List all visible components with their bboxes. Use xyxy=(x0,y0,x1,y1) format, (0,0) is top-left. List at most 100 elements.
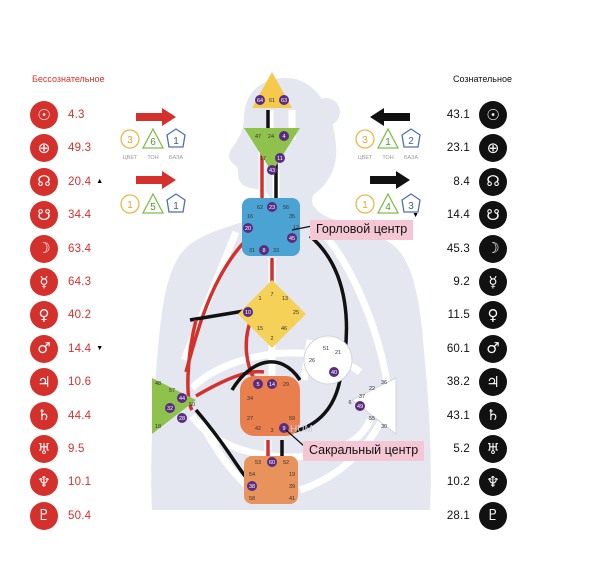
svg-text:1: 1 xyxy=(173,201,179,212)
svg-text:49: 49 xyxy=(357,404,363,410)
activation-value: 45.3 xyxy=(446,242,470,255)
unconscious-row: ☽63.4 xyxy=(30,234,96,263)
heart-center xyxy=(303,335,353,385)
earth-icon: ⊕ xyxy=(479,134,507,163)
svg-text:2: 2 xyxy=(408,136,414,147)
svg-text:38: 38 xyxy=(249,484,255,490)
activation-value: 44.4 xyxy=(68,409,92,422)
svg-text:1: 1 xyxy=(362,200,368,211)
svg-text:20: 20 xyxy=(245,226,251,232)
left-bottom-arrow-icon xyxy=(136,171,176,189)
conscious-row: ▼14.4☋ xyxy=(412,201,507,230)
tone-triangle-icon xyxy=(141,128,165,149)
right-top-arrow-icon xyxy=(370,108,410,126)
activation-value: 63.4 xyxy=(68,242,92,255)
earth-icon: ⊕ xyxy=(30,134,58,163)
conscious-row: 28.1♇ xyxy=(419,501,507,530)
svg-text:1: 1 xyxy=(385,137,391,148)
svg-text:34: 34 xyxy=(247,396,253,402)
moon-icon: ☽ xyxy=(479,234,507,263)
svg-text:18: 18 xyxy=(155,424,161,430)
svg-text:8: 8 xyxy=(262,248,265,254)
conscious-row: 43.1♄ xyxy=(419,401,507,430)
mercury-icon: ☿ xyxy=(479,268,507,296)
conscious-row: 9.2 ☿ xyxy=(419,268,507,296)
unconscious-row: ♆10.1 xyxy=(30,468,96,497)
conscious-row: 10.2♆ xyxy=(419,468,507,497)
conscious-row: 11.5♀ xyxy=(419,301,507,330)
svg-text:27: 27 xyxy=(247,416,253,422)
svg-text:39: 39 xyxy=(289,484,295,490)
svg-text:ТОН: ТОН xyxy=(147,155,158,161)
svg-text:22: 22 xyxy=(369,386,375,392)
svg-text:48: 48 xyxy=(155,381,161,387)
conscious-row: 43.1☉ xyxy=(419,101,507,129)
sacral-pointer xyxy=(285,429,305,447)
gate-numbers: 64 61 63 47 24 4 17 11 43 62 23 56 16 35… xyxy=(155,98,387,502)
activation-value: 28.1 xyxy=(446,509,470,522)
svg-text:2: 2 xyxy=(270,336,273,342)
jupiter-icon: ♃ xyxy=(30,368,58,397)
svg-text:54: 54 xyxy=(249,472,255,478)
unconscious-row: ♄44.4 xyxy=(30,401,96,430)
svg-text:36: 36 xyxy=(381,380,387,386)
svg-text:32: 32 xyxy=(167,406,173,412)
jupiter-icon: ♃ xyxy=(479,368,507,397)
variables-left-bottom: 1 5 1 xyxy=(120,193,186,214)
activation-value: 20.4 xyxy=(68,175,92,188)
color-circle-icon xyxy=(120,194,140,214)
sacral-center xyxy=(240,376,300,436)
svg-text:15: 15 xyxy=(257,326,263,332)
svg-text:51: 51 xyxy=(323,346,329,352)
svg-text:46: 46 xyxy=(281,326,287,332)
sacral-center-label: Сакральный центр xyxy=(303,441,425,461)
variables-right-bottom: 1 4 3 xyxy=(355,193,421,214)
svg-text:57: 57 xyxy=(169,388,175,394)
svg-text:1: 1 xyxy=(258,296,261,302)
svg-text:4: 4 xyxy=(385,202,391,213)
svg-text:3: 3 xyxy=(362,135,368,146)
svg-text:5: 5 xyxy=(256,382,259,388)
svg-text:40: 40 xyxy=(331,370,337,376)
activation-value: 23.1 xyxy=(446,142,470,155)
svg-text:45: 45 xyxy=(289,236,295,242)
svg-text:50: 50 xyxy=(189,402,195,408)
svg-text:ТОН: ТОН xyxy=(382,155,393,161)
saturn-icon: ♄ xyxy=(479,401,507,430)
svg-text:3: 3 xyxy=(408,201,414,212)
svg-text:1: 1 xyxy=(127,200,133,211)
bodygraph: 64 61 63 47 24 4 17 11 43 62 23 56 16 35… xyxy=(151,72,431,510)
activation-value: 14.4 xyxy=(68,342,92,355)
svg-text:12: 12 xyxy=(293,225,299,231)
mars-icon: ♂ xyxy=(479,334,507,363)
svg-text:42: 42 xyxy=(255,426,261,432)
conscious-row: 8.4☊ xyxy=(419,167,507,196)
svg-text:11: 11 xyxy=(277,156,283,162)
unconscious-row: ☊20.4▲ xyxy=(30,167,103,196)
conscious-header: Сознательное xyxy=(453,74,512,84)
svg-text:52: 52 xyxy=(283,460,289,466)
svg-text:33: 33 xyxy=(273,248,279,254)
throat-pointer xyxy=(291,225,313,231)
svg-text:24: 24 xyxy=(268,134,274,140)
svg-text:59: 59 xyxy=(289,416,295,422)
activation-value: 9.5 xyxy=(68,443,85,455)
svg-text:60: 60 xyxy=(269,460,275,466)
svg-text:47: 47 xyxy=(255,134,261,140)
color-circle-icon xyxy=(355,194,375,214)
activation-value: 14.4 xyxy=(446,209,470,222)
activation-value: 11.5 xyxy=(447,309,470,322)
svg-text:28: 28 xyxy=(179,416,185,422)
activation-value: 38.2 xyxy=(446,376,470,389)
unconscious-row: ♇50.4 xyxy=(30,501,96,530)
fixation-mark: ▼ xyxy=(412,211,419,219)
svg-text:26: 26 xyxy=(309,358,315,364)
activation-value: 9.2 xyxy=(453,276,470,288)
watermark: HUM xyxy=(290,424,313,435)
svg-text:58: 58 xyxy=(249,496,255,502)
activation-value: 8.4 xyxy=(453,175,470,188)
activation-value: 34.4 xyxy=(68,209,92,222)
conscious-row: ▲38.2♃ xyxy=(412,368,507,397)
base-pentagon-icon xyxy=(401,193,421,213)
svg-text:17: 17 xyxy=(260,156,266,162)
